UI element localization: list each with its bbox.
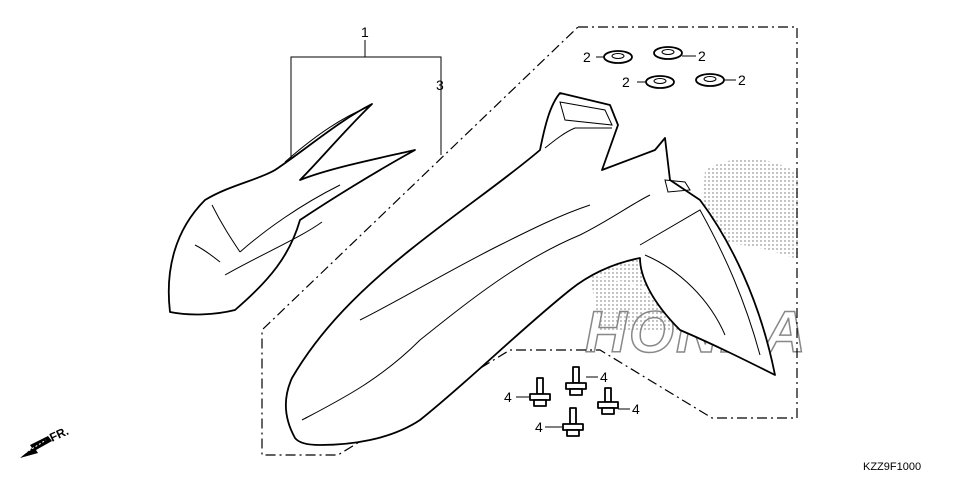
grommet-part-2-b — [653, 46, 683, 60]
drawing-code: KZZ9F1000 — [863, 461, 921, 473]
bolt-part-4-d — [562, 407, 584, 437]
fender-decal-part-3 — [167, 103, 416, 316]
bolt-part-4-c — [597, 387, 619, 415]
bolt-leaders — [516, 376, 630, 428]
callout-1: 1 — [361, 24, 369, 40]
grommet-part-2-c — [645, 75, 675, 89]
callout-3: 3 — [436, 77, 444, 93]
grommet-leaders — [596, 55, 736, 83]
front-direction-arrow-icon — [20, 436, 52, 458]
callout-2-b: 2 — [698, 48, 706, 64]
grommet-part-2-d — [695, 73, 725, 87]
callout-2-d: 2 — [738, 72, 746, 88]
bolt-part-4-a — [529, 377, 551, 407]
callout-4-c: 4 — [632, 401, 640, 417]
callout-bracket-1-3 — [290, 40, 442, 160]
callout-4-a: 4 — [504, 389, 512, 405]
callout-4-b: 4 — [600, 369, 608, 385]
front-fender-part-1 — [284, 92, 776, 446]
callout-2-c: 2 — [622, 74, 630, 90]
bolt-part-4-b — [565, 366, 587, 396]
grommet-part-2-a — [603, 50, 633, 64]
assembly-boundary-upper — [261, 26, 798, 456]
callout-2-a: 2 — [583, 49, 591, 65]
callout-4-d: 4 — [535, 419, 543, 435]
direction-label: FR. — [47, 424, 70, 445]
